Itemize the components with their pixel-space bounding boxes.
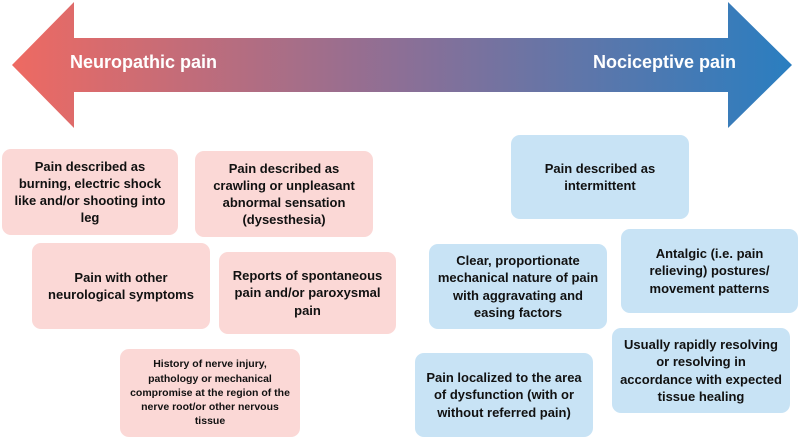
box-text: Pain described as intermittent xyxy=(544,160,656,193)
neuropathic-label: Neuropathic pain xyxy=(70,52,218,72)
neuropathic-box-burning: Pain described as burning, electric shoc… xyxy=(2,149,178,235)
nociceptive-box-mechanical: Clear, proportionate mechanical nature o… xyxy=(429,244,607,329)
arrow-shape xyxy=(12,2,792,128)
nociceptive-box-antalgic: Antalgic (i.e. pain relieving) postures/… xyxy=(621,229,798,313)
box-text: Antalgic (i.e. pain relieving) postures/… xyxy=(649,246,770,296)
neuropathic-box-spontaneous: Reports of spontaneous pain and/or parox… xyxy=(219,252,396,334)
nociceptive-box-intermittent: Pain described as intermittent xyxy=(511,135,689,219)
neuropathic-box-nerve-injury: History of nerve injury, pathology or me… xyxy=(120,349,300,437)
box-text: Pain localized to the area of dysfunctio… xyxy=(426,370,582,420)
nociceptive-box-healing: Usually rapidly resolving or resolving i… xyxy=(612,328,790,413)
box-text: History of nerve injury, pathology or me… xyxy=(130,358,290,428)
box-text: Usually rapidly resolving or resolving i… xyxy=(620,337,782,404)
spectrum-arrow xyxy=(12,2,792,128)
nociceptive-box-localized: Pain localized to the area of dysfunctio… xyxy=(415,353,593,437)
box-text: Pain described as crawling or unpleasant… xyxy=(213,160,355,228)
box-text: Pain with other neurological symptoms xyxy=(48,269,194,302)
box-text: Pain described as burning, electric shoc… xyxy=(14,158,166,226)
nociceptive-label: Nociceptive pain xyxy=(592,52,736,72)
neuropathic-box-dysesthesia: Pain described as crawling or unpleasant… xyxy=(195,151,373,237)
neuropathic-box-neurological: Pain with other neurological symptoms xyxy=(32,243,210,329)
box-text: Clear, proportionate mechanical nature o… xyxy=(437,253,599,320)
box-text: Reports of spontaneous pain and/or parox… xyxy=(232,268,383,318)
